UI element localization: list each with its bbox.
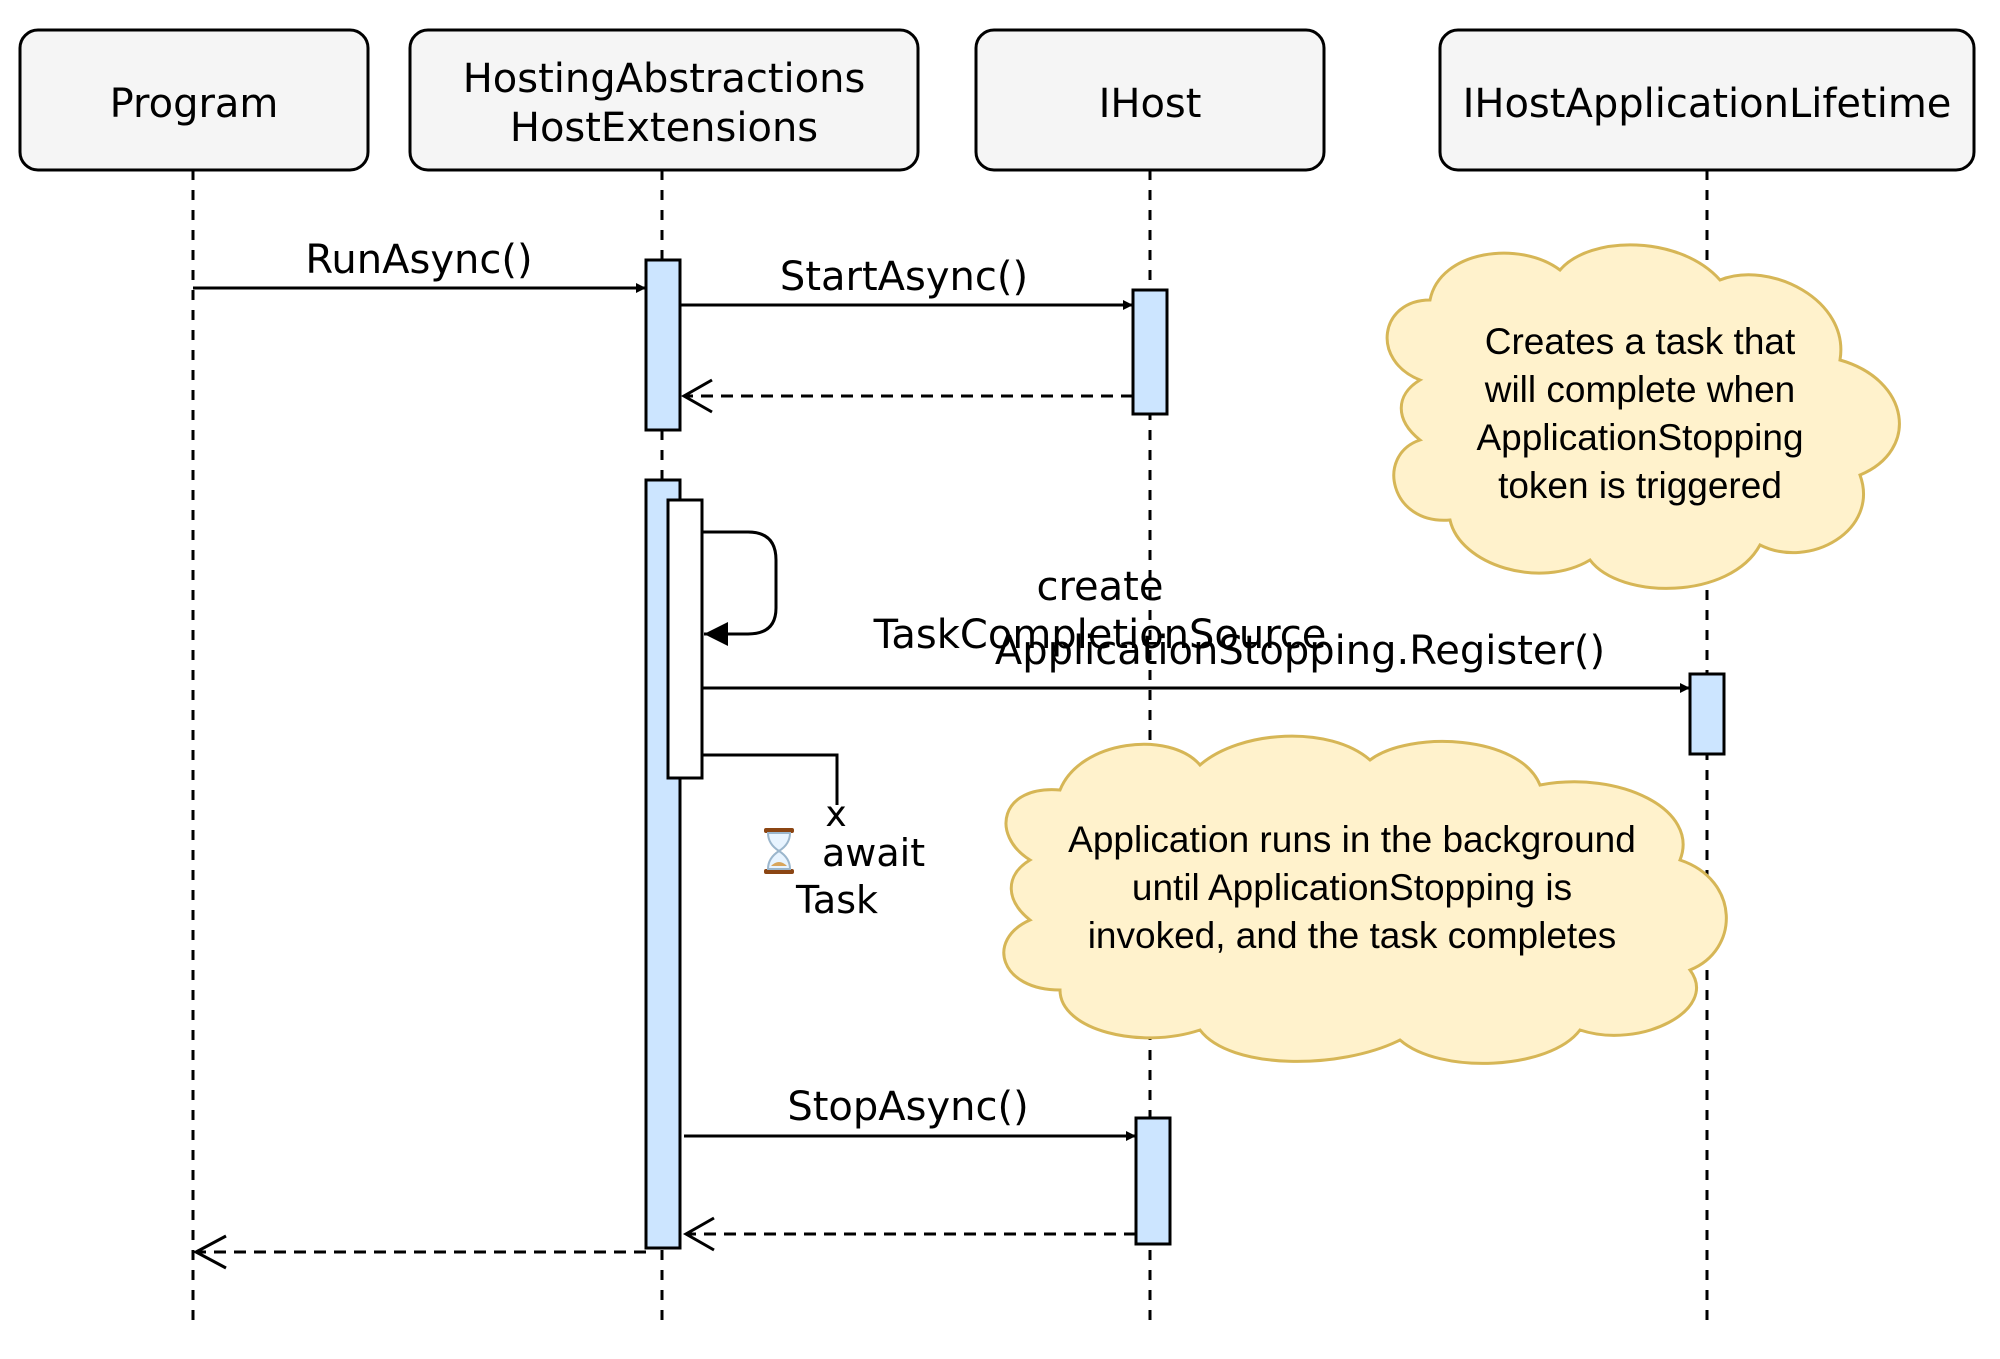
note-task-line1: Creates a task that bbox=[1485, 321, 1796, 362]
message-stop-async-label: StopAsync() bbox=[787, 1084, 1028, 1130]
message-run-async-label: RunAsync() bbox=[305, 237, 532, 283]
message-await-line bbox=[702, 753, 839, 805]
note-task-line2: will complete when bbox=[1484, 369, 1796, 410]
note-task-line3: ApplicationStopping bbox=[1476, 417, 1803, 458]
message-create-self-call-head bbox=[704, 622, 728, 646]
participant-ihost: IHost bbox=[974, 28, 1326, 172]
note-background-line3: invoked, and the task completes bbox=[1088, 915, 1617, 956]
note-background-cloud: Application runs in the background until… bbox=[1002, 734, 1728, 1065]
message-await-word: await bbox=[822, 831, 925, 875]
message-create-self-call bbox=[702, 530, 778, 636]
message-run-async-return-head bbox=[192, 1234, 227, 1270]
participant-lifetime-label: IHostApplicationLifetime bbox=[1463, 81, 1952, 127]
activation-lifetime-register bbox=[1688, 672, 1726, 756]
participant-host-extensions-label-2: HostExtensions bbox=[510, 105, 818, 151]
note-task-cloud: Creates a task that will complete when A… bbox=[1385, 243, 1901, 590]
participant-host-extensions-label-1: HostingAbstractions bbox=[463, 56, 866, 102]
message-register-label: ApplicationStopping.Register() bbox=[995, 628, 1605, 674]
activation-ihost-start bbox=[1131, 288, 1169, 416]
participant-lifetime: IHostApplicationLifetime bbox=[1438, 28, 1976, 172]
message-create-label-line1: create bbox=[1037, 564, 1164, 610]
activation-ihost-stop bbox=[1134, 1116, 1172, 1246]
hourglass-icon bbox=[764, 828, 794, 874]
participant-program: Program bbox=[18, 28, 370, 172]
note-background-line1: Application runs in the background bbox=[1068, 819, 1636, 860]
participant-ihost-label: IHost bbox=[1099, 81, 1202, 127]
activation-host-extensions-start bbox=[644, 258, 682, 432]
message-await-task: Task bbox=[795, 878, 878, 922]
note-background-line2: until ApplicationStopping is bbox=[1132, 867, 1572, 908]
message-create-label-line2: TaskCompletionSource bbox=[873, 612, 1327, 658]
message-start-async-return-head bbox=[680, 378, 713, 414]
message-stop-async-return-head bbox=[682, 1216, 715, 1252]
activation-nested-run bbox=[666, 498, 704, 780]
message-await-x: x bbox=[825, 794, 846, 835]
participant-program-label: Program bbox=[110, 81, 279, 127]
participant-host-extensions: HostingAbstractions HostExtensions bbox=[408, 28, 920, 172]
message-start-async-label: StartAsync() bbox=[780, 254, 1028, 300]
note-task-line4: token is triggered bbox=[1498, 465, 1782, 506]
